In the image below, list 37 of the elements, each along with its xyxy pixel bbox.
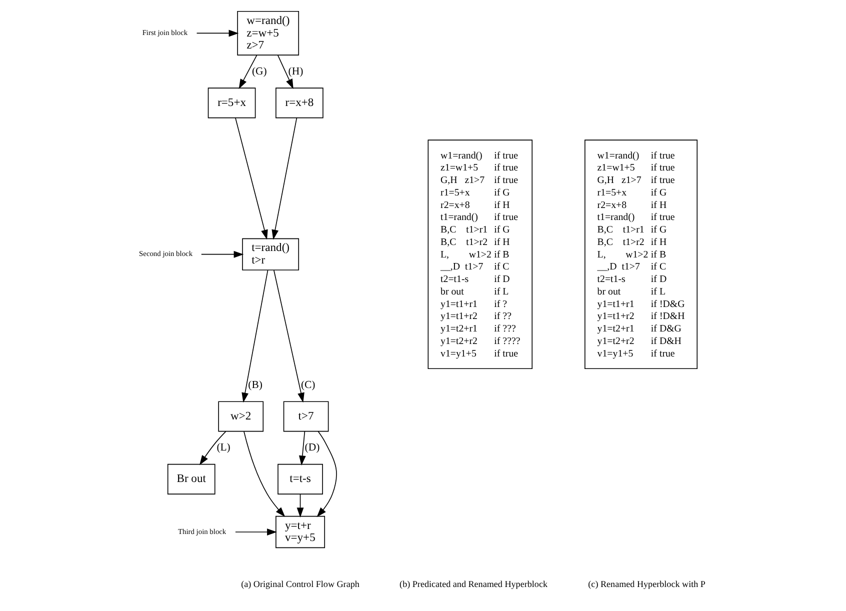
node-box: Br out (167, 464, 216, 494)
label: (b) Predicated and Renamed Hyperblock (400, 579, 548, 590)
arrow (196, 30, 239, 37)
edge-label: (B) (248, 378, 262, 391)
node-box: w1=rand() if true z1=w1+5 if true G,H z1>7 if true r1=5+x if G r2=x+8 if H t1=rand() if true B,C t1>r1 if G B,C t1>r2 if H L, w1>2 if B __,D t1>7 if C t2=t1-s if D br out if L y1=t1+r1 if !D&G y1=t1+r2 if !D&H y1=t2+r1 if D&G y1=t2+r2 if D&H v1=y1+5 if true (584, 140, 698, 370)
node-text: Second join block (139, 249, 193, 258)
node-box: t=t-s (278, 464, 323, 494)
node-box: r=5+x (208, 88, 256, 118)
edge-label: (H) (288, 65, 304, 78)
arrow (296, 494, 304, 518)
node-box: t>7 (283, 401, 329, 432)
arrow (316, 431, 337, 518)
arrow (298, 431, 306, 466)
node-box: t=rand() t>r (242, 238, 300, 270)
node-box: y=t+r v=y+5 (276, 516, 326, 548)
edge-label: (C) (300, 378, 316, 391)
arrow (277, 54, 294, 89)
edge-label: (D) (304, 442, 320, 454)
node-box: w1=rand() if true z1=w1+5 if true G,H z1>7 if true r1=5+x if G r2=x+8 if H t1=rand() if true B,C t1>r1 if G B,C t1>r2 if H L, w1>2 if B __,D t1>7 if C t2=t1-s if D br out if L y1=t1+r1 if ? y1=t1+r2 if ?? y1=t2+r1 if ??? y1=t2+r2 if ???? v1=y1+5 if true (428, 140, 533, 370)
node-box: w>2 (218, 401, 264, 432)
arrow (199, 431, 226, 466)
arrow (272, 117, 298, 240)
edge-label: (L) (216, 442, 230, 454)
label: (a) Original Control Flow Graph (241, 579, 360, 590)
node-box: w=rand() z=w+5 z>7 (237, 10, 300, 56)
arrow (238, 54, 258, 89)
label: (c) Renamed Hyperblock with P (588, 579, 706, 590)
arrow (244, 431, 286, 517)
arrow (274, 270, 304, 403)
arrow (235, 117, 268, 240)
edge-label: (G) (252, 65, 267, 78)
node-box: r=x+8 (276, 88, 324, 118)
node-text: Third join block (178, 526, 226, 536)
arrow (200, 250, 244, 258)
arrow (235, 528, 277, 536)
arrow (242, 270, 268, 403)
node-text: First join block (142, 28, 188, 38)
